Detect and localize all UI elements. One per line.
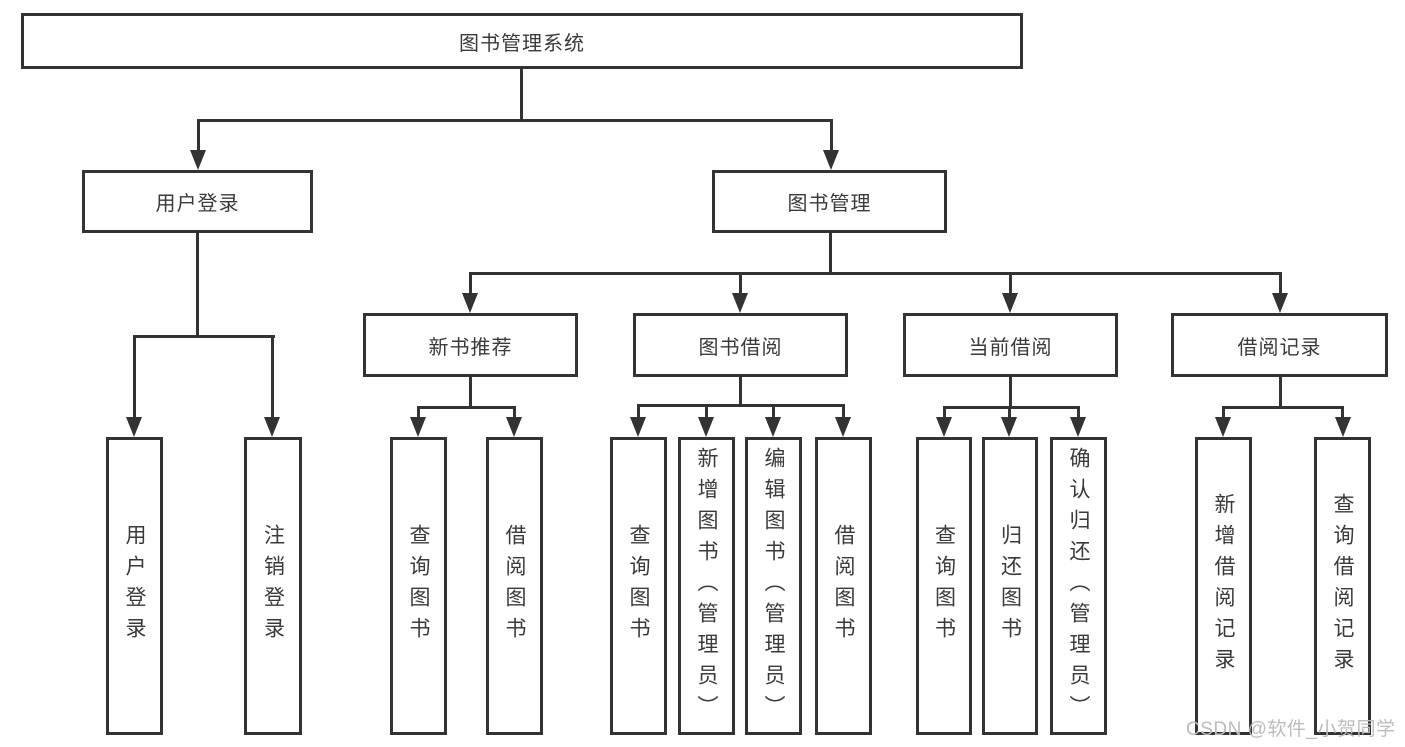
- arrowhead-query-books-current-icon: [936, 417, 952, 437]
- leaf-query-borrow-record: 查询借阅记录: [1314, 437, 1371, 735]
- connector-book-borrowing-stem: [739, 375, 742, 406]
- node-user-login-label: 用户登录: [155, 193, 240, 215]
- node-current-borrowing: 当前借阅: [903, 313, 1118, 377]
- node-user-login: 用户登录: [82, 170, 313, 233]
- arrowhead-borrowing-records-icon: [1272, 293, 1288, 313]
- leaf-query-books-borrow-label: 查询图书: [627, 524, 650, 648]
- leaf-confirm-return-admin-label: 确认归还（管理员）: [1067, 446, 1090, 726]
- arrowhead-current-borrowing-icon: [1002, 293, 1018, 313]
- connector-to-current-borrowing: [1009, 272, 1012, 295]
- connector-root-to-user-login: [197, 119, 200, 153]
- connector-new-book-recommend-rail: [417, 406, 516, 409]
- connector-to-book-borrowing: [739, 272, 742, 295]
- arrowhead-query-books-borrow-icon: [630, 417, 646, 437]
- leaf-add-borrow-record-label: 新增借阅记录: [1212, 493, 1235, 679]
- node-book-borrowing-label: 图书借阅: [698, 336, 783, 359]
- leaf-add-books-admin-label: 新增图书（管理员）: [695, 446, 718, 726]
- connector-to-leaf-query-books-borrow: [637, 404, 640, 419]
- connector-to-new-book-recommend: [469, 272, 472, 295]
- connector-current-borrowing-stem: [1009, 375, 1012, 408]
- connector-to-leaf-query-books-current: [943, 406, 946, 419]
- leaf-query-borrow-record-label: 查询借阅记录: [1331, 493, 1354, 679]
- connector-new-book-recommend-stem: [469, 375, 472, 408]
- connector-book-management-rail: [469, 272, 1282, 275]
- connector-to-leaf-add-books: [705, 404, 708, 419]
- arrowhead-query-borrow-record-icon: [1335, 417, 1351, 437]
- leaf-edit-books-admin-label: 编辑图书（管理员）: [762, 446, 785, 726]
- leaf-user-login: 用户登录: [106, 437, 163, 735]
- leaf-query-books-borrow: 查询图书: [610, 437, 667, 735]
- node-book-management-label: 图书管理: [787, 193, 872, 215]
- leaf-query-books-current: 查询图书: [916, 437, 972, 735]
- connector-to-leaf-borrow-books: [842, 404, 845, 419]
- node-borrowing-records: 借阅记录: [1171, 313, 1388, 377]
- node-current-borrowing-label: 当前借阅: [968, 336, 1053, 359]
- leaf-borrow-books-recommend-label: 借阅图书: [503, 524, 526, 648]
- arrowhead-add-books-icon: [698, 417, 714, 437]
- arrowhead-book-management-icon: [823, 150, 839, 170]
- connector-book-borrowing-rail: [637, 404, 845, 407]
- connector-user-login-stem: [196, 231, 199, 337]
- csdn-watermark: CSDN @软件_小贺同学: [1186, 719, 1396, 740]
- leaf-logout: 注销登录: [244, 437, 302, 735]
- leaf-user-login-label: 用户登录: [123, 524, 146, 648]
- node-borrowing-records-label: 借阅记录: [1237, 336, 1322, 359]
- connector-to-leaf-user-login: [133, 335, 136, 419]
- leaf-confirm-return-admin: 确认归还（管理员）: [1050, 437, 1107, 735]
- connector-root-to-book-management: [830, 119, 833, 153]
- arrowhead-new-book-recommend-icon: [462, 293, 478, 313]
- leaf-borrow-books: 借阅图书: [815, 437, 872, 735]
- connector-to-leaf-return-books: [1008, 406, 1011, 419]
- arrowhead-confirm-return-icon: [1070, 417, 1086, 437]
- arrowhead-edit-books-icon: [765, 417, 781, 437]
- leaf-add-borrow-record: 新增借阅记录: [1195, 437, 1252, 735]
- leaf-edit-books-admin: 编辑图书（管理员）: [745, 437, 802, 735]
- leaf-query-books-recommend: 查询图书: [390, 437, 447, 735]
- arrowhead-return-books-icon: [1001, 417, 1017, 437]
- connector-to-leaf-edit-books: [772, 404, 775, 419]
- arrowhead-query-books-recommend-icon: [410, 417, 426, 437]
- connector-to-leaf-query-borrow-record: [1341, 406, 1344, 419]
- node-root-system: 图书管理系统: [21, 13, 1023, 69]
- node-root-label: 图书管理系统: [459, 32, 585, 55]
- node-new-book-recommend: 新书推荐: [363, 313, 578, 377]
- connector-root-stem: [520, 66, 523, 121]
- leaf-logout-label: 注销登录: [261, 524, 285, 648]
- leaf-borrow-books-label: 借阅图书: [832, 524, 855, 648]
- connector-user-login-rail: [133, 335, 275, 338]
- arrowhead-leaf-logout-icon: [264, 417, 280, 437]
- connector-to-leaf-confirm-return: [1077, 406, 1080, 419]
- connector-current-borrowing-rail: [943, 406, 1080, 409]
- leaf-query-books-recommend-label: 查询图书: [407, 524, 430, 648]
- connector-to-leaf-add-borrow-record: [1222, 406, 1225, 419]
- leaf-return-books: 归还图书: [982, 437, 1038, 735]
- arrowhead-add-borrow-record-icon: [1215, 417, 1231, 437]
- connector-borrowing-records-rail: [1222, 406, 1344, 409]
- arrowhead-book-borrowing-icon: [732, 293, 748, 313]
- leaf-borrow-books-recommend: 借阅图书: [486, 437, 543, 735]
- leaf-add-books-admin: 新增图书（管理员）: [678, 437, 735, 735]
- leaf-return-books-label: 归还图书: [998, 524, 1022, 648]
- node-new-book-recommend-label: 新书推荐: [428, 336, 513, 359]
- arrowhead-borrow-books-recommend-icon: [506, 417, 522, 437]
- connector-book-management-stem: [829, 231, 832, 275]
- arrowhead-user-login-icon: [190, 150, 206, 170]
- connector-root-rail: [197, 119, 833, 122]
- connector-to-leaf-logout: [271, 335, 274, 419]
- connector-to-leaf-query-books-recommend: [417, 406, 420, 419]
- arrowhead-leaf-user-login-icon: [126, 417, 142, 437]
- arrowhead-borrow-books-icon: [835, 417, 851, 437]
- node-book-management: 图书管理: [712, 170, 947, 233]
- connector-borrowing-records-stem: [1279, 375, 1282, 408]
- node-book-borrowing: 图书借阅: [633, 313, 848, 377]
- leaf-query-books-current-label: 查询图书: [932, 524, 956, 648]
- connector-to-leaf-borrow-books-recommend: [513, 406, 516, 419]
- connector-to-borrowing-records: [1279, 272, 1282, 295]
